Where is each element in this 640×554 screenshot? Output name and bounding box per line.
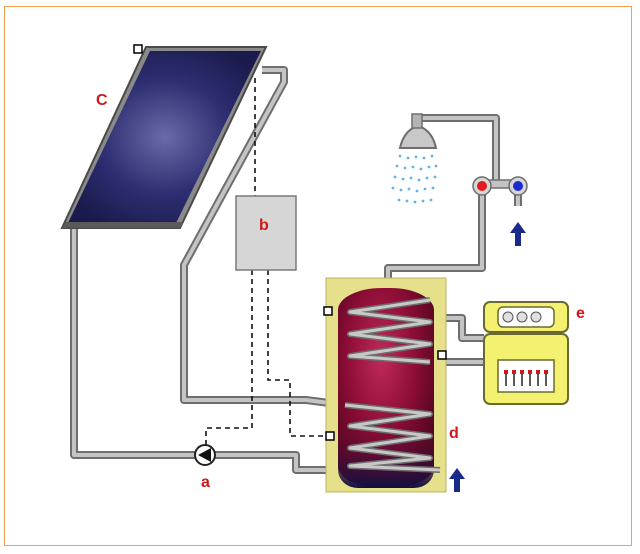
hot-valve-icon: [472, 176, 492, 196]
tank-top-sensor: [323, 306, 333, 316]
label-controller: b: [259, 217, 269, 234]
shower-feed-pipe: [416, 114, 500, 186]
tank-bottom-sensor: [325, 431, 335, 441]
diagram-border: [4, 6, 632, 546]
shower-head-icon: [391, 113, 438, 204]
hot-supply-pipe: [384, 186, 486, 292]
label-panel: e: [576, 305, 585, 322]
label-pump: a: [201, 474, 210, 491]
control-panel: [483, 301, 569, 405]
collector-sensor: [133, 44, 143, 54]
tank-cold-inlet-arrow-icon: [449, 468, 465, 492]
controller-box: [235, 195, 297, 271]
cold-water-in-arrow-icon: [510, 222, 526, 246]
cold-valve-icon: [508, 176, 528, 196]
label-collector: C: [96, 92, 108, 109]
panel-sensor: [437, 350, 447, 360]
heat-exchanger-coils: [344, 297, 441, 473]
label-tank: d: [449, 425, 459, 442]
collector-return-pipe: [70, 222, 196, 459]
pump-icon: [194, 444, 216, 466]
sensor-wires: [205, 78, 328, 446]
solar-collector: [60, 46, 268, 229]
